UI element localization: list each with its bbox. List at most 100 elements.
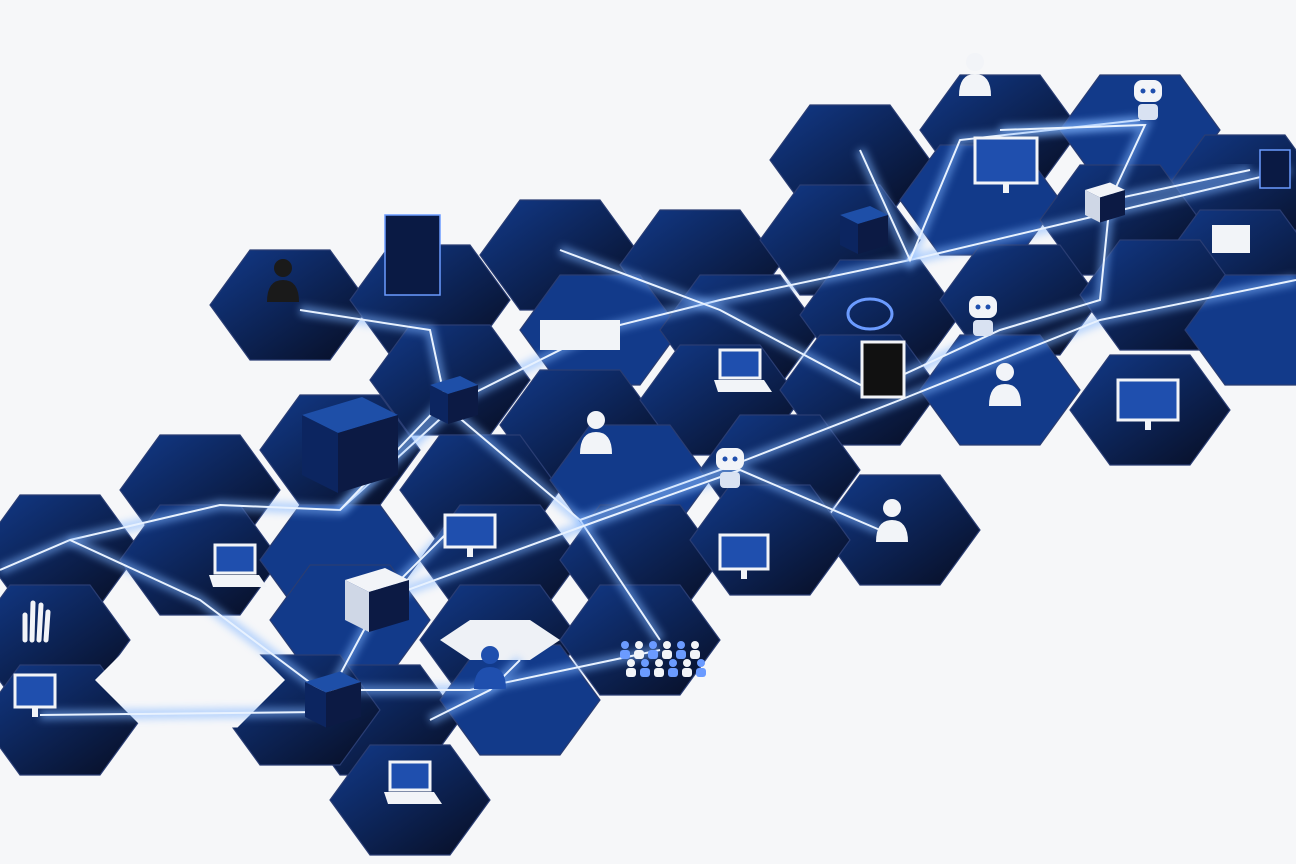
laptop-screen xyxy=(718,348,762,380)
monitor-stand xyxy=(32,707,38,717)
cube-right xyxy=(338,415,398,493)
robot-eye xyxy=(985,304,991,310)
person-body xyxy=(267,280,299,302)
monitor-screen xyxy=(13,673,57,709)
group-member-body xyxy=(640,668,650,677)
laptop-keyboard xyxy=(384,792,442,804)
monitor-screen xyxy=(718,533,770,571)
cube-top xyxy=(302,397,398,433)
robot-icon xyxy=(1134,80,1162,120)
robot-eye xyxy=(975,304,981,310)
monitor-screen xyxy=(443,513,497,549)
robot-head xyxy=(969,296,997,318)
laptop-icon xyxy=(714,348,772,392)
person-body xyxy=(580,432,612,454)
cube-right xyxy=(1100,190,1125,223)
hex-tile xyxy=(1184,274,1296,386)
group-member-body xyxy=(654,668,664,677)
person-body xyxy=(959,74,991,96)
cube-right xyxy=(858,215,888,254)
cube-left xyxy=(1085,190,1100,223)
connection-line xyxy=(39,519,461,716)
robot-head xyxy=(716,448,744,470)
group-member-head xyxy=(649,641,657,649)
monitor-icon xyxy=(13,673,57,717)
id-card-icon xyxy=(860,340,906,399)
laptop-keyboard xyxy=(209,575,267,587)
monitor-icon xyxy=(718,533,770,579)
person-head xyxy=(274,259,292,277)
device-icon xyxy=(1259,149,1291,189)
group-member-head xyxy=(621,641,629,649)
group-member-body xyxy=(626,668,636,677)
group-member-head xyxy=(677,641,685,649)
server-cube-icon xyxy=(302,397,398,493)
person-icon xyxy=(959,53,991,96)
cube-right xyxy=(369,580,409,632)
connection-line xyxy=(579,279,1296,521)
person-icon xyxy=(989,363,1021,406)
robot-eye xyxy=(1140,88,1146,94)
panel-icon xyxy=(540,320,620,350)
cube-top xyxy=(430,376,478,394)
monitor-icon xyxy=(1116,378,1180,430)
node-icons xyxy=(13,53,1291,804)
group-member-head xyxy=(655,659,663,667)
group-member-body xyxy=(676,650,686,659)
cube-top xyxy=(305,671,361,693)
monitor-stand xyxy=(1003,183,1009,193)
robot-body xyxy=(720,472,740,488)
monitor-icon xyxy=(443,513,497,557)
person-head xyxy=(996,363,1014,381)
person-body xyxy=(474,667,506,689)
person-head xyxy=(481,646,499,664)
laptop-icon xyxy=(209,543,267,587)
group-member-head xyxy=(669,659,677,667)
cube-left xyxy=(305,682,326,728)
connection-line xyxy=(1109,169,1251,201)
robot-icon xyxy=(716,448,744,488)
person-icon xyxy=(580,411,612,454)
person-icon xyxy=(267,259,299,302)
laptop-keyboard xyxy=(714,380,772,392)
robot-body xyxy=(973,320,993,336)
connection-line xyxy=(999,123,1147,201)
person-icon xyxy=(474,646,506,689)
empty-hex-gap xyxy=(95,632,285,728)
connection-line xyxy=(429,659,521,721)
cube-right xyxy=(326,682,361,728)
connection-line xyxy=(379,468,881,601)
group-member-head xyxy=(627,659,635,667)
robot-eye xyxy=(732,456,738,462)
hand-icon xyxy=(22,600,51,643)
cube-left xyxy=(345,580,369,632)
monitor-stand xyxy=(467,547,473,557)
person-body xyxy=(876,520,908,542)
monitor-stand xyxy=(1145,420,1151,430)
robot-eye xyxy=(722,456,728,462)
group-member-head xyxy=(641,659,649,667)
group-member-body xyxy=(634,650,644,659)
document-panel-icon xyxy=(384,214,441,296)
person-head xyxy=(587,411,605,429)
group-member-body xyxy=(648,650,658,659)
robot-body xyxy=(1138,104,1158,120)
monitor-screen xyxy=(1116,378,1180,422)
group-member-head xyxy=(691,641,699,649)
group-member-body xyxy=(620,650,630,659)
light-panel xyxy=(440,620,560,660)
cube-top xyxy=(840,206,888,224)
laptop-screen xyxy=(213,543,257,575)
brain-icon xyxy=(846,297,894,331)
person-head xyxy=(883,499,901,517)
group-member-body xyxy=(682,668,692,677)
group-member-head xyxy=(683,659,691,667)
connection-line xyxy=(559,199,1111,392)
server-cube-icon xyxy=(840,206,888,254)
group-member-head xyxy=(663,641,671,649)
person-head xyxy=(966,53,984,71)
laptop-icon xyxy=(384,760,442,804)
hex-tiles xyxy=(0,74,1296,856)
